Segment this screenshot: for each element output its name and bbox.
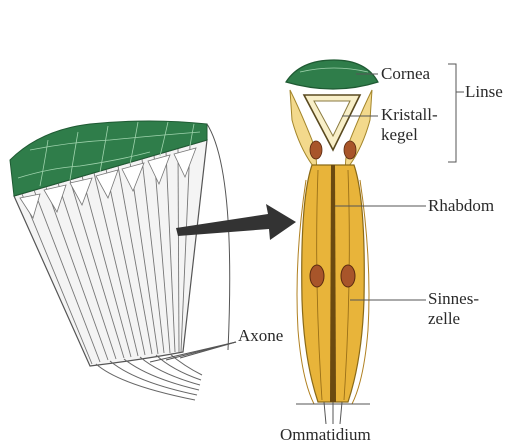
label-axone: Axone <box>238 326 284 345</box>
label-kristallkegel-line2: kegel <box>381 125 418 144</box>
sensory-nucleus-left <box>309 264 325 288</box>
label-rhabdom: Rhabdom <box>428 196 495 215</box>
ommatidium-detail <box>285 59 379 425</box>
ommatidia-tube-lines <box>21 145 191 365</box>
label-cornea: Cornea <box>381 64 431 83</box>
cone-cell-nucleus-left <box>309 140 323 160</box>
compound-eye-section <box>9 120 231 401</box>
cornea-facet-lines <box>17 121 201 187</box>
label-sinneszelle-line1: Sinnes- <box>428 289 479 308</box>
label-kristallkegel-line1: Kristall- <box>381 105 438 124</box>
cornea-lens <box>285 59 379 90</box>
magnify-arrow <box>176 204 296 240</box>
rhabdom <box>330 165 336 402</box>
label-linse: Linse <box>465 82 503 101</box>
cone-cell-nucleus-right <box>343 140 357 160</box>
cornea-facets-surface <box>9 120 208 197</box>
axon-bundle <box>95 353 203 401</box>
label-sinneszelle-line2: zelle <box>428 309 461 328</box>
sensory-nucleus-right <box>340 264 356 288</box>
leader-lines <box>149 63 464 363</box>
ommatidium-axons <box>323 401 343 425</box>
label-ommatidium: Ommatidium <box>280 425 371 444</box>
zoom-outline-curve <box>206 123 231 351</box>
crystal-cone-row <box>19 147 197 219</box>
